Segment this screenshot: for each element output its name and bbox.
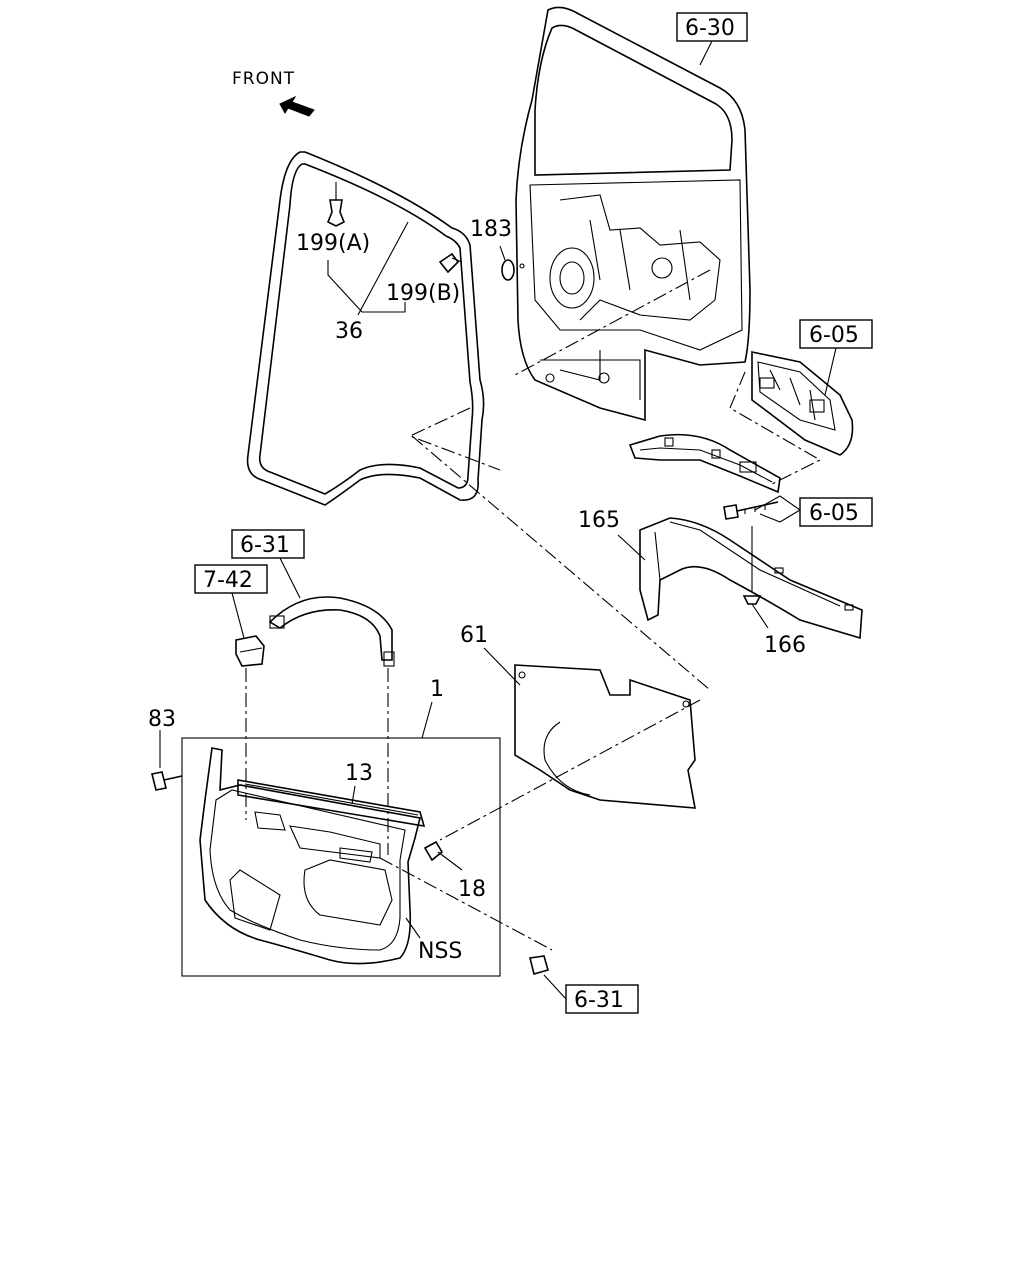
- callout-61: 61: [460, 623, 488, 648]
- callout-199b: 199(B): [386, 281, 460, 306]
- callout-83: 83: [148, 707, 176, 732]
- callout-1: 1: [430, 677, 444, 702]
- callout-165: 165: [578, 508, 620, 533]
- callout-7-42: 7-42: [194, 564, 268, 639]
- clip-199b-icon: [438, 252, 463, 274]
- callout-label: 6-30: [685, 16, 735, 41]
- front-indicator: FRONT: [232, 69, 315, 117]
- clip-199a-icon: [326, 182, 346, 227]
- clip-83-icon: [151, 771, 183, 791]
- handle-cap-icon: [529, 955, 549, 975]
- callout-6-05-upper: 6-05: [799, 319, 873, 396]
- screw-icon: [723, 501, 779, 520]
- door-trim-panel: [199, 747, 421, 965]
- weatherstrip-seal: [246, 151, 485, 506]
- window-strip-13: [237, 779, 426, 827]
- clip-166-icon: [742, 526, 769, 629]
- callout-label: 6-05: [809, 501, 859, 526]
- sound-insulator: [514, 664, 696, 809]
- callout-label: 6-05: [809, 323, 859, 348]
- callout-166: 166: [764, 633, 806, 658]
- grip-handle: [268, 596, 395, 855]
- clip-7-42-icon: [235, 635, 265, 820]
- callout-13: 13: [345, 761, 373, 786]
- leader-lines-36-199: [327, 221, 506, 316]
- armrest-upper: [751, 351, 854, 456]
- grommet-183-icon: [501, 259, 525, 281]
- front-label: FRONT: [232, 69, 295, 89]
- callout-label: 6-31: [240, 533, 290, 558]
- door-shell: [515, 6, 751, 422]
- callout-6-05-screw: 6-05: [754, 495, 873, 527]
- callout-183: 183: [470, 217, 512, 242]
- callout-label: 7-42: [203, 568, 253, 593]
- pocket-bracket: [639, 517, 863, 640]
- callout-6-30: 6-30: [676, 12, 748, 66]
- clip-18-icon: [423, 840, 463, 871]
- callout-6-31-upper: 6-31: [231, 529, 305, 599]
- callout-199a: 199(A): [296, 231, 370, 256]
- callout-36: 36: [335, 319, 363, 344]
- armrest-lower: [628, 433, 781, 494]
- front-arrow-icon: [279, 95, 315, 117]
- callout-nss: NSS: [418, 939, 462, 964]
- callout-label: 6-31: [574, 988, 624, 1013]
- assembly-frame: [181, 737, 501, 977]
- callout-6-31-lower: 6-31: [543, 974, 639, 1014]
- connection-lines: [379, 269, 822, 951]
- callout-18: 18: [458, 877, 486, 902]
